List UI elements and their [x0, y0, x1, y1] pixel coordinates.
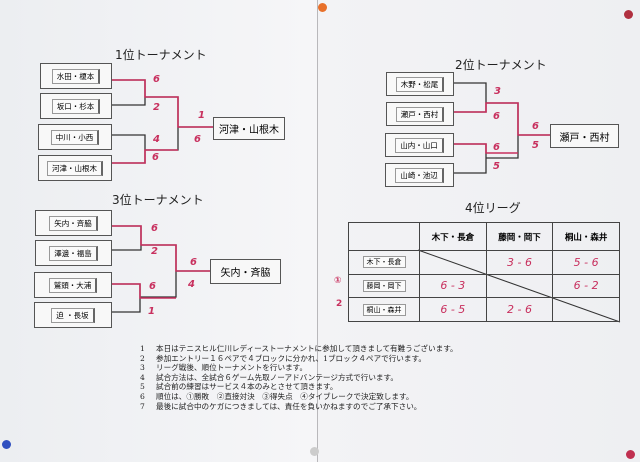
- score-cell: [419, 250, 487, 275]
- team-name: 木野・松尾: [395, 76, 445, 92]
- score: 5: [493, 161, 500, 172]
- score: 2: [151, 246, 158, 257]
- rank-mark: 2: [336, 299, 343, 309]
- score: 6: [493, 142, 500, 153]
- score-cell: [552, 297, 620, 322]
- row-header: 木下・長倉: [348, 250, 420, 275]
- team-box: 河津・山根木: [38, 155, 112, 181]
- team-box: 矢内・斉脇: [35, 210, 112, 236]
- tournament-3-title: 3位トーナメント: [112, 193, 204, 207]
- score: 4: [188, 279, 195, 290]
- pushpin-icon: [318, 3, 327, 12]
- team-name: 瀬戸・西村: [395, 106, 445, 122]
- pushpin-icon: [624, 10, 633, 19]
- score: 6: [151, 223, 158, 234]
- winner-box: 河津・山根木: [213, 117, 285, 140]
- team-box: 木野・松尾: [386, 72, 454, 96]
- team-name: 坂口・杉本: [51, 98, 101, 114]
- team-name: 山内・山口: [395, 137, 444, 153]
- team-name: 鷲頭・大浦: [48, 277, 98, 293]
- score: 4: [153, 134, 160, 145]
- col-header: 桐山・森井: [552, 222, 620, 251]
- col-header: 藤岡・岡下: [485, 222, 554, 251]
- score: 6: [493, 111, 500, 122]
- score-cell: 6 - 5: [419, 297, 487, 322]
- league-table: 木下・長倉 藤岡・岡下 桐山・森井 木下・長倉 3 - 6 5 - 6 藤岡・岡…: [348, 222, 620, 322]
- score: 3: [494, 86, 501, 97]
- tournament-1-title: 1位トーナメント: [115, 48, 207, 62]
- score-cell: 6 - 2: [552, 273, 620, 299]
- corner-cell: [348, 222, 420, 251]
- team-box: 水田・榎本: [40, 63, 112, 89]
- score: 6: [153, 74, 160, 85]
- score: 6: [190, 257, 197, 268]
- pushpin-icon: [2, 440, 11, 449]
- rank-mark: ①: [334, 276, 342, 286]
- team-box: 坂口・杉本: [40, 93, 112, 119]
- team-name: 矢内・斉脇: [49, 215, 98, 231]
- winner-box: 瀬戸・西村: [550, 124, 619, 148]
- winner-box: 矢内・斉脇: [210, 259, 281, 284]
- row-header: 藤岡・岡下: [348, 273, 420, 299]
- team-name: 水田・榎本: [51, 68, 101, 84]
- league-title: 4位リーグ: [465, 201, 521, 215]
- team-name: 木下・長倉: [362, 256, 406, 269]
- team-box: 山内・山口: [385, 133, 454, 157]
- team-box: 迫 ・長坂: [34, 302, 112, 328]
- score-cell: 2 - 6: [485, 297, 554, 322]
- score-cell: [485, 273, 554, 299]
- score: 6: [532, 121, 539, 132]
- team-name: 桐山・森井: [362, 303, 406, 316]
- team-name: 中川・小西: [50, 129, 100, 145]
- pushpin-icon: [310, 447, 319, 456]
- team-box: 瀬戸・西村: [386, 102, 454, 126]
- team-name: 迫 ・長坂: [51, 307, 95, 323]
- score: 1: [198, 110, 205, 121]
- col-header: 木下・長倉: [419, 222, 487, 251]
- score: 6: [149, 281, 156, 292]
- team-box: 鷲頭・大浦: [34, 272, 112, 298]
- score-cell: 3 - 6: [485, 250, 554, 275]
- score: 6: [194, 134, 201, 145]
- score: 5: [532, 140, 539, 151]
- team-name: 藤岡・岡下: [362, 279, 406, 292]
- score-cell: 5 - 6: [552, 250, 620, 275]
- team-box: 中川・小西: [38, 124, 112, 150]
- score: 1: [148, 306, 155, 317]
- team-name: 河津・山根木: [47, 160, 103, 176]
- tournament-2-title: 2位トーナメント: [455, 58, 547, 72]
- score: 6: [152, 152, 159, 163]
- row-header: 桐山・森井: [348, 297, 420, 322]
- pushpin-icon: [626, 450, 635, 459]
- score: 2: [153, 102, 160, 113]
- team-box: 澤邊・福島: [35, 240, 112, 266]
- team-name: 山崎・池辺: [395, 167, 444, 183]
- team-box: 山崎・池辺: [385, 163, 454, 187]
- team-name: 澤邊・福島: [49, 245, 98, 261]
- score-cell: 6 - 3: [419, 273, 487, 299]
